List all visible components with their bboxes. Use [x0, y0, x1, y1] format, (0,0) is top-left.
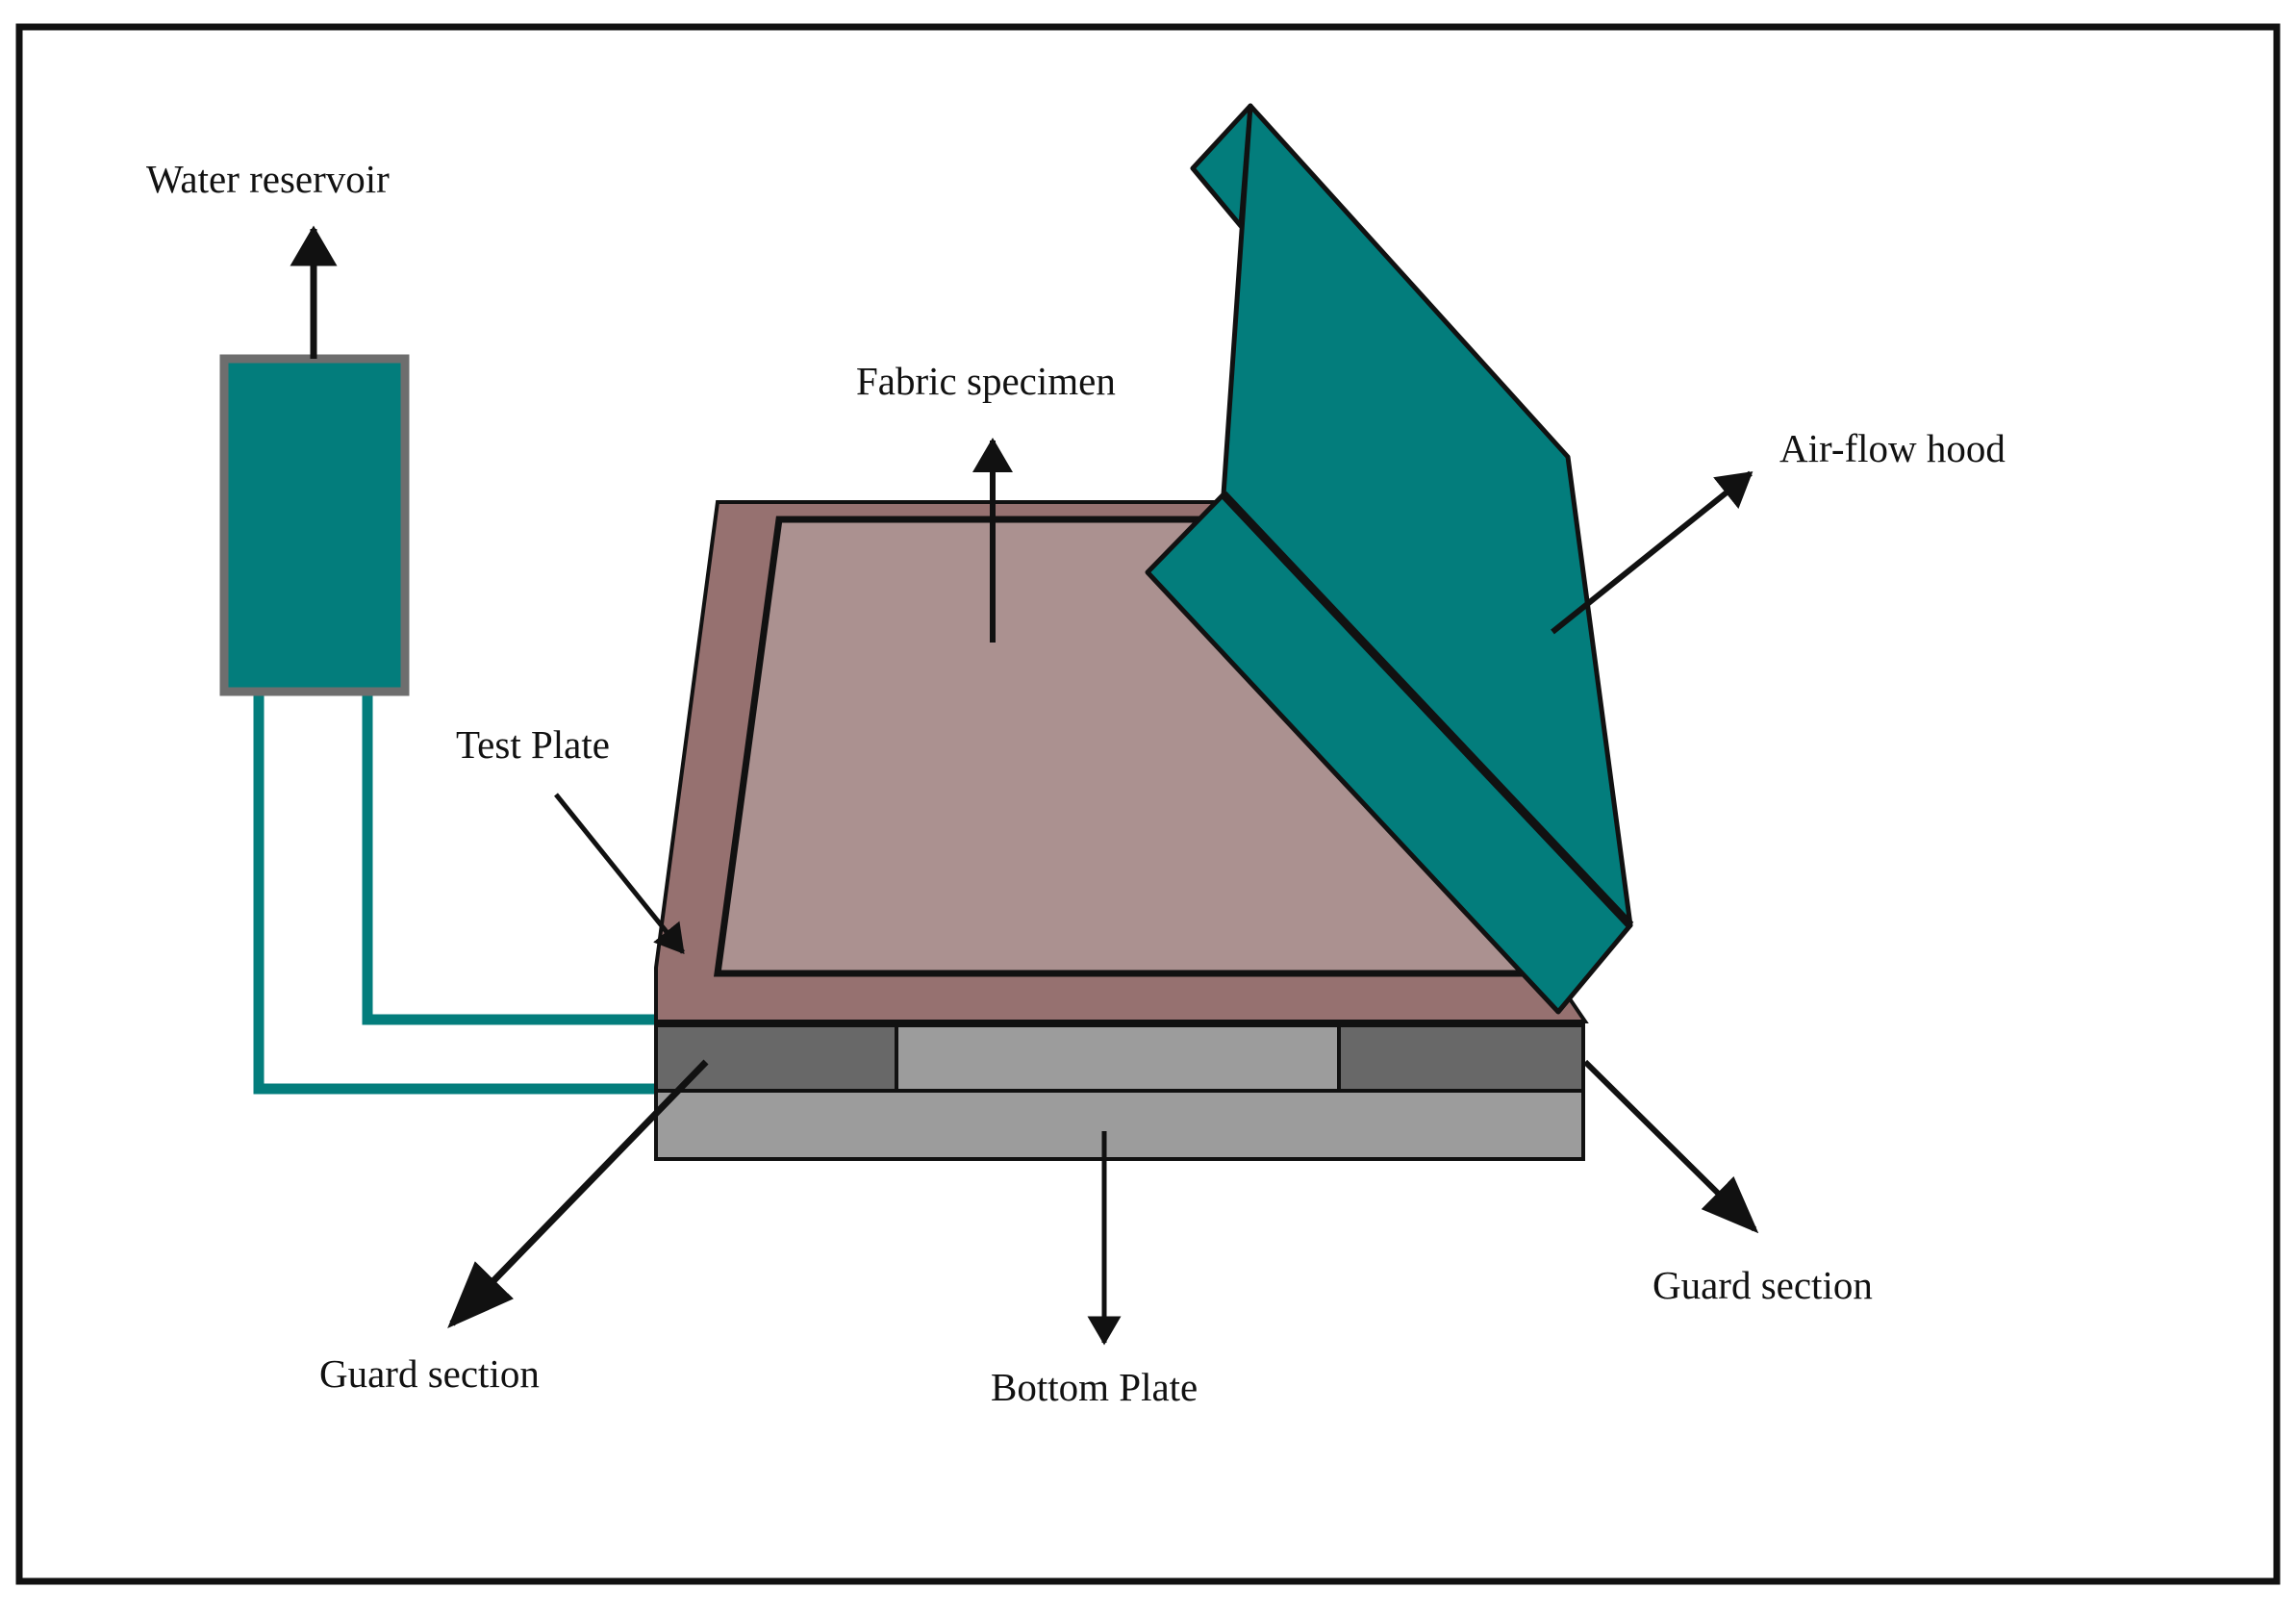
water-tubes — [253, 693, 664, 1095]
water-reservoir-box — [219, 354, 410, 696]
air-flow-hood — [1145, 103, 1634, 1015]
guard-section-right-arrow — [1582, 1059, 1759, 1234]
guard-section-right-label: Guard section — [1653, 1263, 1873, 1307]
air-flow-hood-arrow — [1551, 470, 1754, 635]
fabric-specimen-label: Fabric specimen — [856, 359, 1116, 403]
water-reservoir-label: Water reservoir — [146, 157, 390, 201]
test-plate-arrow — [554, 793, 685, 954]
guard-section-left-label: Guard section — [319, 1351, 540, 1396]
bottom-plate-label: Bottom Plate — [991, 1365, 1198, 1409]
test-plate-label: Test Plate — [456, 722, 610, 767]
bottom-plate — [654, 1088, 1585, 1161]
guard-section-left-arrow — [447, 1059, 709, 1329]
guard-section-right-block — [1337, 1023, 1585, 1093]
air-flow-hood-label: Air-flow hood — [1779, 426, 2006, 470]
leader-arrows — [290, 225, 1759, 1346]
measuring-section-block — [895, 1023, 1341, 1093]
